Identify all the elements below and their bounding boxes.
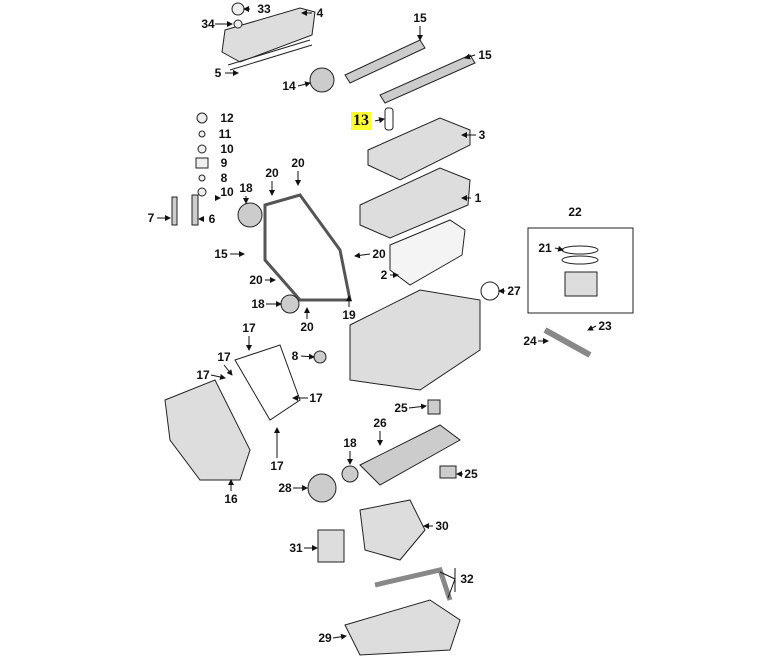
callout-17[interactable]: 17 bbox=[242, 321, 256, 335]
connecting-rod bbox=[543, 327, 592, 358]
cover bbox=[317, 529, 345, 563]
callout-8[interactable]: 8 bbox=[291, 349, 299, 363]
valve-cover bbox=[221, 7, 316, 71]
valve-components bbox=[195, 112, 209, 197]
callout-34[interactable]: 34 bbox=[201, 17, 215, 31]
piston bbox=[564, 271, 598, 297]
seal bbox=[233, 19, 243, 29]
camshaft bbox=[344, 39, 426, 84]
bracket-32 bbox=[439, 568, 456, 599]
callout-20[interactable]: 20 bbox=[300, 320, 314, 334]
sprocket bbox=[237, 202, 263, 228]
callout-25[interactable]: 25 bbox=[394, 401, 408, 415]
callout-7[interactable]: 7 bbox=[147, 211, 155, 225]
callout-15[interactable]: 15 bbox=[214, 247, 228, 261]
callout-20[interactable]: 20 bbox=[372, 247, 386, 261]
callout-5[interactable]: 5 bbox=[214, 66, 222, 80]
callout-17[interactable]: 17 bbox=[309, 391, 323, 405]
callout-22[interactable]: 22 bbox=[568, 205, 582, 219]
sprocket bbox=[280, 294, 300, 314]
callout-8[interactable]: 8 bbox=[220, 171, 228, 185]
callout-18[interactable]: 18 bbox=[343, 436, 357, 450]
pulley bbox=[307, 473, 337, 503]
cylinder-head bbox=[359, 167, 471, 239]
pickup-tube bbox=[374, 567, 453, 601]
callout-18[interactable]: 18 bbox=[239, 181, 253, 195]
callout-17[interactable]: 17 bbox=[196, 368, 210, 382]
bearing bbox=[439, 465, 457, 479]
crankshaft bbox=[359, 424, 461, 486]
callout-33[interactable]: 33 bbox=[257, 2, 271, 16]
rear-seal bbox=[480, 281, 500, 301]
piston-box bbox=[527, 227, 634, 314]
timing-chain bbox=[263, 193, 352, 302]
callout-23[interactable]: 23 bbox=[598, 319, 612, 333]
callout-24[interactable]: 24 bbox=[523, 334, 537, 348]
callout-14[interactable]: 14 bbox=[282, 79, 296, 93]
camshaft-gear bbox=[309, 67, 335, 93]
valve bbox=[171, 196, 178, 226]
oil-pump bbox=[359, 499, 426, 561]
callout-17[interactable]: 17 bbox=[270, 459, 284, 473]
callout-21[interactable]: 21 bbox=[538, 241, 552, 255]
callout-17[interactable]: 17 bbox=[217, 350, 231, 364]
callout-28[interactable]: 28 bbox=[278, 481, 292, 495]
sprocket bbox=[341, 465, 359, 483]
callout-29[interactable]: 29 bbox=[318, 631, 332, 645]
callout-1[interactable]: 1 bbox=[474, 191, 482, 205]
callout-27[interactable]: 27 bbox=[507, 284, 521, 298]
callout-2[interactable]: 2 bbox=[380, 268, 388, 282]
callout-25[interactable]: 25 bbox=[464, 467, 478, 481]
timing-cover bbox=[164, 379, 251, 481]
valve bbox=[191, 194, 199, 226]
callout-10[interactable]: 10 bbox=[220, 142, 234, 156]
seal bbox=[313, 350, 327, 364]
callout-18[interactable]: 18 bbox=[251, 297, 265, 311]
callout-4[interactable]: 4 bbox=[316, 6, 324, 20]
callout-15[interactable]: 15 bbox=[478, 48, 492, 62]
callout-3[interactable]: 3 bbox=[478, 128, 486, 142]
oil-pan bbox=[344, 599, 461, 656]
leader-lines bbox=[157, 6, 597, 640]
callout-15[interactable]: 15 bbox=[413, 11, 427, 25]
callout-10[interactable]: 10 bbox=[220, 185, 234, 199]
callout-6[interactable]: 6 bbox=[208, 212, 216, 226]
cylinder-head-cover bbox=[367, 117, 471, 181]
callout-12[interactable]: 12 bbox=[220, 111, 234, 125]
callout-20[interactable]: 20 bbox=[291, 156, 305, 170]
callout-11[interactable]: 11 bbox=[218, 127, 232, 141]
callout-30[interactable]: 30 bbox=[435, 519, 449, 533]
callout-13-highlighted[interactable]: 13 bbox=[351, 112, 371, 130]
callout-20[interactable]: 20 bbox=[249, 273, 263, 287]
bearing bbox=[427, 399, 441, 415]
camshaft bbox=[379, 54, 476, 104]
callout-20[interactable]: 20 bbox=[265, 166, 279, 180]
callout-26[interactable]: 26 bbox=[373, 416, 387, 430]
engine-block bbox=[349, 289, 481, 391]
head-gasket bbox=[389, 219, 466, 286]
callout-32[interactable]: 32 bbox=[460, 572, 474, 586]
callout-19[interactable]: 19 bbox=[342, 308, 356, 322]
callout-16[interactable]: 16 bbox=[224, 492, 238, 506]
oil-cap bbox=[231, 2, 245, 16]
callout-9[interactable]: 9 bbox=[220, 156, 228, 170]
gasket bbox=[234, 344, 301, 421]
hydraulic-lifter bbox=[384, 107, 394, 131]
callout-31[interactable]: 31 bbox=[289, 541, 303, 555]
